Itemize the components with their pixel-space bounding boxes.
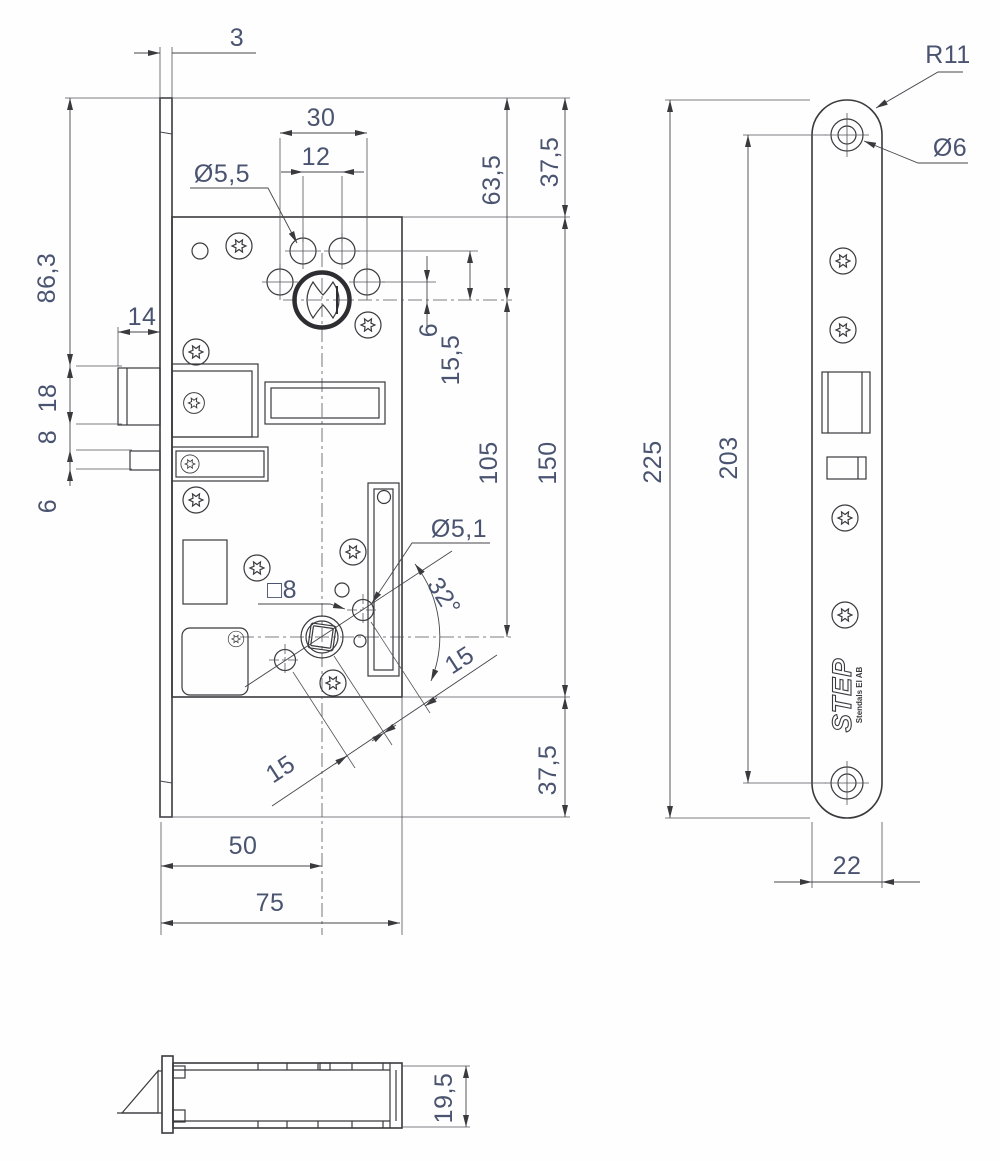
dim-label-faceplate-width: 22	[833, 852, 862, 880]
internal-rounded-block	[181, 627, 249, 696]
latch-bolt	[117, 363, 259, 438]
dim-label-screw-offset: 15,5	[437, 335, 465, 386]
dim-label-slot-distance: 75	[256, 889, 285, 917]
small-hole	[191, 242, 209, 260]
dim-label-case-height: 150	[534, 441, 562, 484]
dim-label-screw-span: 30	[307, 104, 336, 132]
dim-label-latch-height: 18	[34, 384, 62, 413]
dim-label-screw-above-center: 6	[415, 323, 443, 337]
faceplate-bar	[161, 1055, 174, 1134]
dim-label-hole-radius-1: 15	[261, 750, 300, 789]
snib-latch	[129, 446, 269, 482]
cylinder-hole	[292, 270, 352, 330]
dim-label-screw-dia: Ø5,5	[194, 160, 250, 188]
torx-screw	[225, 232, 253, 260]
bottom-view-drawing: 19,5	[117, 1055, 470, 1134]
torx-screw	[829, 247, 857, 275]
dim-label-hole-radius-2: 15	[440, 641, 479, 680]
dim-label-screw-hole-dia: Ø6	[933, 134, 967, 162]
dim-label-follower-hole-dia: Ø5,1	[431, 515, 487, 543]
dim-label-latch-to-snib: 8	[34, 430, 62, 444]
torx-screw	[831, 504, 859, 532]
bolt-window	[264, 381, 386, 425]
dim-label-top-to-cylinder: 63,5	[478, 155, 506, 206]
hole-axis-line	[244, 550, 453, 688]
faceplate-outline	[811, 99, 883, 819]
dim-label-bottom-margin: 37,5	[534, 745, 562, 796]
faceplate-edge	[159, 47, 173, 818]
internal-block	[182, 539, 228, 605]
latch-window	[821, 371, 871, 434]
dim-label-screw-pair: 12	[302, 143, 331, 171]
torx-screw	[829, 316, 857, 344]
faceplate-screw-hole	[824, 760, 870, 806]
snib-window	[826, 456, 867, 480]
latch-bolt-bottom	[117, 1069, 162, 1114]
side-view-dimensions: 225 203 R11 Ø6 22	[639, 41, 971, 888]
vertical-slot	[367, 482, 400, 677]
dim-label-corner-radius: R11	[925, 41, 971, 69]
dim-label-cylinder-to-follower: 105	[475, 441, 503, 484]
dim-label-hole-angle: 32°	[421, 573, 466, 621]
dim-label-faceplate-length: 225	[639, 440, 667, 483]
case-band-details	[172, 1062, 384, 1128]
small-hole	[353, 634, 367, 648]
brand-logo-text: STEP	[827, 658, 857, 733]
torx-screw	[182, 486, 210, 514]
torx-screw	[182, 338, 210, 366]
front-view-drawing: 3 30 12 Ø5,5 86,3 18	[33, 24, 570, 935]
side-view-drawing: STEP Stendals El AB 225 203 R11 Ø6	[639, 41, 971, 888]
dim-label-top-to-latch: 86,3	[33, 253, 61, 304]
bottom-view-dimensions: 19,5	[402, 1065, 470, 1128]
brand-company-text: Stendals El AB	[855, 666, 864, 723]
brand-logo: STEP Stendals El AB	[826, 657, 864, 733]
small-hole	[334, 582, 350, 598]
torx-screw	[831, 601, 859, 629]
faceplate-screw-hole	[824, 112, 870, 158]
dim-label-snib-height: 6	[34, 499, 62, 513]
front-view-dimensions: 3 30 12 Ø5,5 86,3 18	[33, 24, 568, 935]
torx-screw	[319, 669, 347, 697]
spindle-follower	[300, 615, 344, 659]
dim-label-backset: 50	[229, 832, 258, 860]
dim-label-top-margin: 37,5	[536, 137, 564, 188]
dim-label-latch-protrusion: 14	[128, 303, 157, 331]
dim-label-spindle-square: □8	[267, 576, 297, 604]
dim-label-case-depth: 19,5	[430, 1073, 458, 1124]
handle-screw-hole	[268, 643, 302, 677]
torx-screw	[354, 311, 382, 339]
dim-label-faceplate-thickness: 3	[230, 24, 244, 52]
torx-screw	[339, 538, 367, 566]
case-bottom-outline	[172, 1062, 403, 1129]
dim-label-screw-distance: 203	[715, 436, 743, 479]
